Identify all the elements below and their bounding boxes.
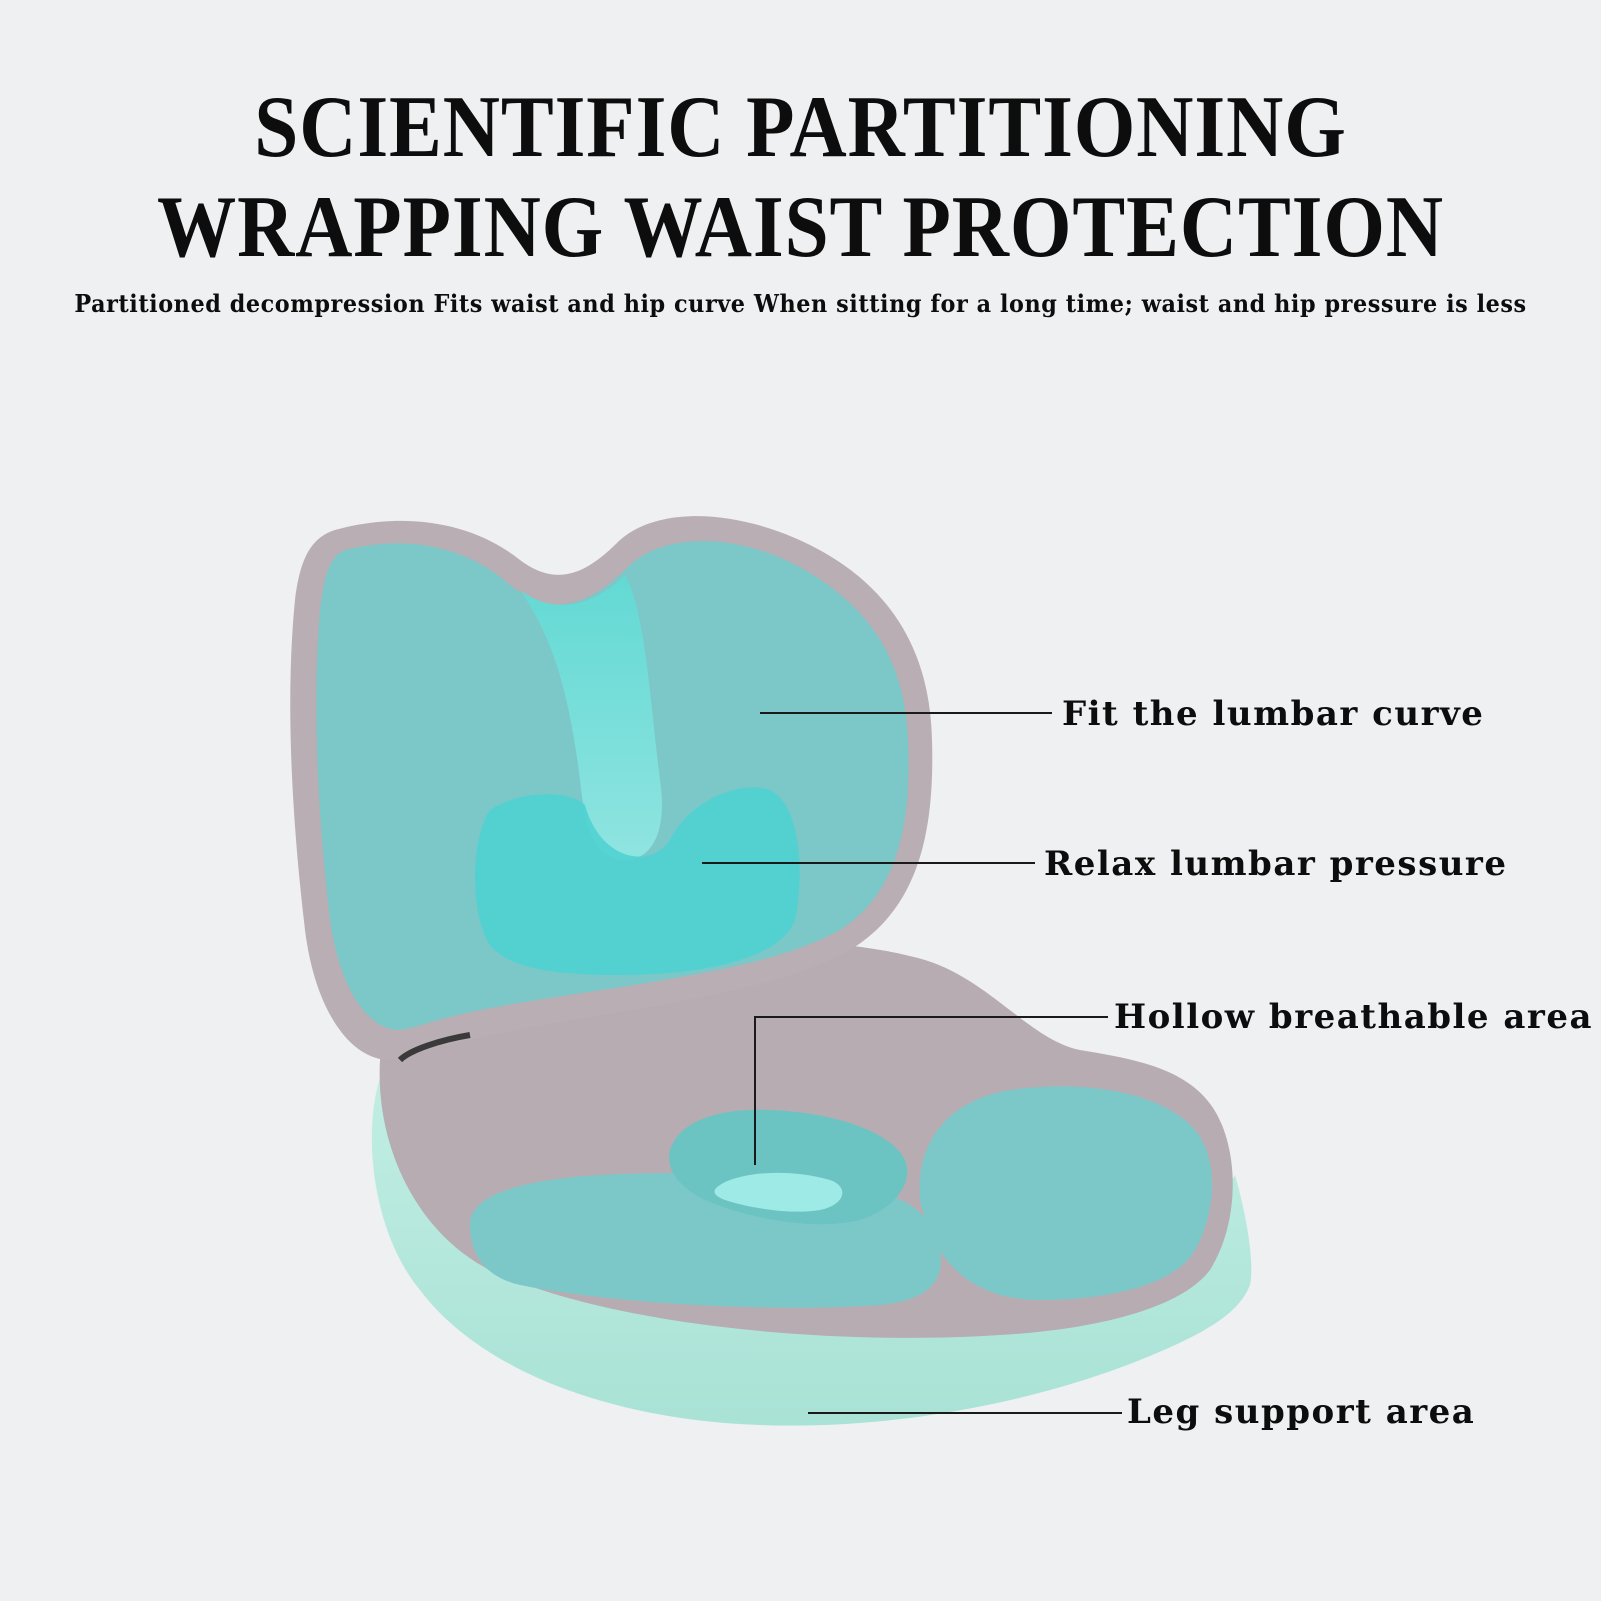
headline-line-2: WRAPPING WAIST PROTECTION [157,179,1445,276]
callout-relax-lumbar-pressure: Relax lumbar pressure [1044,844,1508,884]
spine-groove [520,575,662,860]
leg-support-right [919,1086,1212,1300]
lumbar-relief-zone [475,787,800,975]
callout-line-hollow-area [754,1016,1108,1165]
callout-leg-support-area: Leg support area [1127,1392,1476,1432]
headline-line-1: SCIENTIFIC PARTITIONING [254,79,1347,176]
zipper-seam [397,1032,471,1063]
hollow-hole-inner [714,1172,843,1212]
callout-fit-lumbar-curve: Fit the lumbar curve [1062,694,1485,734]
callout-hollow-breathable-area: Hollow breathable area [1114,997,1593,1037]
seat-base [371,1065,1252,1426]
subheadline: Partitioned decompression Fits waist and… [74,289,1527,318]
